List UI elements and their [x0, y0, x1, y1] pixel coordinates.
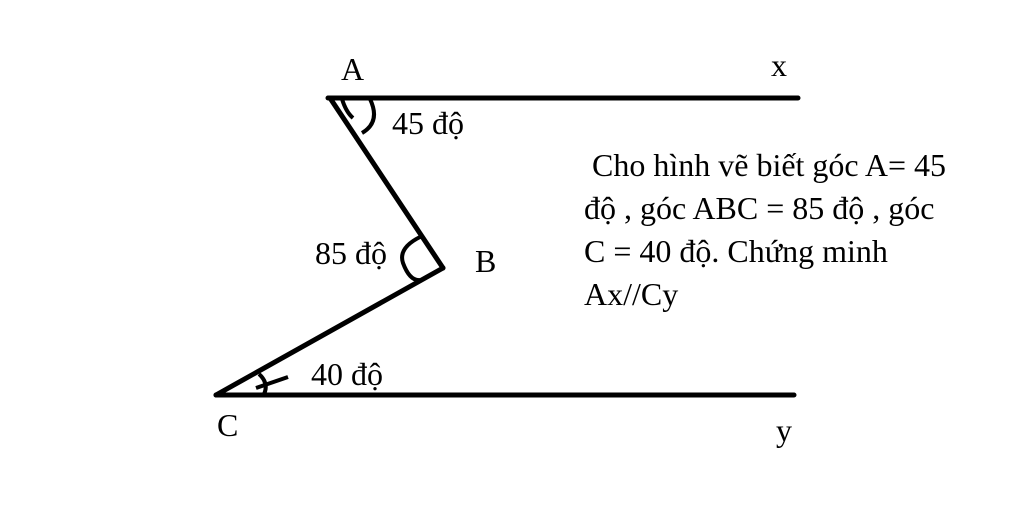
problem-line: Ax//Cy [584, 276, 679, 312]
angle-label-c: 40 độ [311, 356, 383, 392]
point-label-b: B [475, 243, 496, 279]
point-label-y: y [776, 412, 792, 448]
angle-mark-c [255, 372, 289, 398]
angle-mark-a [340, 98, 377, 135]
angle-mark-b [400, 235, 422, 283]
segment-bc [213, 265, 446, 398]
point-label-x: x [771, 47, 787, 83]
segment-ab [327, 95, 446, 271]
problem-line: C = 40 độ. Chứng minh [584, 233, 888, 269]
point-label-c: C [217, 407, 238, 443]
problem-line: độ , góc ABC = 85 độ , góc [584, 190, 935, 226]
problem-line: Cho hình vẽ biết góc A= 45 [584, 147, 947, 183]
point-label-a: A [341, 51, 364, 87]
problem-statement: Cho hình vẽ biết góc A= 45 độ , góc ABC … [584, 144, 1014, 316]
angle-label-a: 45 độ [392, 105, 464, 141]
angle-label-b: 85 độ [315, 235, 387, 271]
